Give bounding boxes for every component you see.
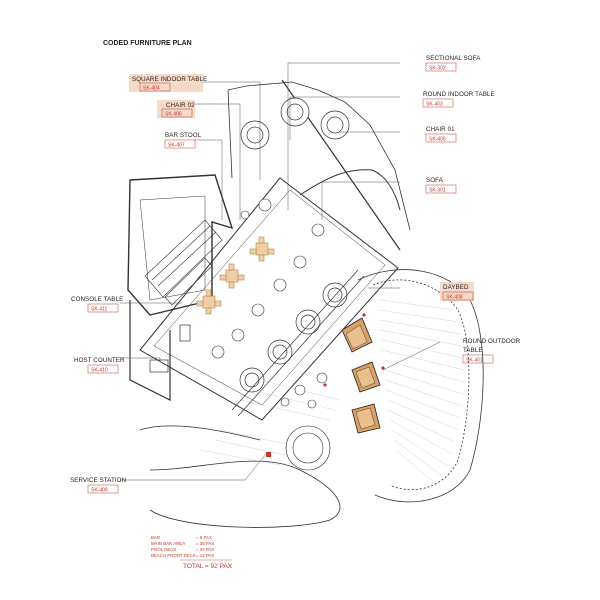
label-code: SK-411 — [91, 307, 108, 313]
label-text: BAR STOOL — [165, 132, 202, 139]
deck-hatching — [199, 299, 465, 485]
building-outline — [127, 79, 411, 421]
label-sectional-sofa: SECTIONAL SOFA SK-302 — [425, 55, 481, 72]
label-code: SK-302 — [429, 66, 446, 72]
label-daybed: DAYBED SK-408 — [440, 282, 474, 301]
label-text: ROUND INDOOR TABLE — [423, 91, 495, 98]
round-outdoor-tables — [280, 372, 331, 471]
label-host-counter: HOST COUNTER SK-410 — [74, 357, 125, 374]
host-counter — [149, 324, 191, 373]
label-text: CONSOLE TABLE — [71, 296, 123, 303]
capacity-area: MAIN BAR AREA — [151, 541, 185, 546]
label-text: SECTIONAL SOFA — [426, 55, 481, 62]
label-text-line2: TABLE — [463, 347, 483, 354]
capacity-area: POOL DECK — [151, 547, 177, 552]
label-text: CHAIR 01 — [426, 126, 455, 133]
round-indoor-tables — [240, 97, 350, 150]
label-text: CHAIR 02 — [166, 102, 195, 109]
label-square-indoor-table: SQUARE INDOOR TABLE SK-404 — [129, 74, 207, 92]
label-service-station: SERVICE STATION SK-409 — [70, 477, 126, 494]
label-code: SK-401 — [466, 358, 483, 364]
label-text: SQUARE INDOOR TABLE — [132, 76, 207, 83]
indoor-round-tables-small — [211, 198, 325, 359]
capacity-area: BEACH FRONT DECK — [151, 553, 196, 558]
capacity-pax: = 38 PAX — [196, 541, 214, 546]
label-code: SK-404 — [143, 86, 160, 92]
label-console-table: CONSOLE TABLE SK-411 — [71, 296, 123, 313]
label-code: SK-403 — [426, 102, 443, 108]
label-text: DAYBED — [443, 284, 469, 291]
square-indoor-tables — [196, 236, 275, 315]
capacity-pax: = 34 PAX — [196, 547, 214, 552]
label-code: SK-405 — [429, 137, 446, 143]
capacity-area: BAR — [151, 535, 160, 540]
service-station — [266, 452, 271, 457]
label-chair-02: CHAIR 02 SK-406 — [157, 100, 195, 118]
daybeds — [341, 317, 381, 434]
capacity-summary: BAR = 8 PAX MAIN BAR AREA = 38 PAX POOL … — [151, 535, 233, 570]
label-text: HOST COUNTER — [74, 357, 125, 364]
label-chair-01: CHAIR 01 SK-405 — [425, 126, 457, 143]
bar-counter — [144, 219, 223, 306]
label-text: ROUND OUTDOOR — [463, 338, 521, 345]
label-code: SK-409 — [91, 488, 108, 494]
label-code: SK-410 — [91, 368, 108, 374]
label-code: SK-406 — [165, 112, 182, 118]
label-round-outdoor-table: ROUND OUTDOOR TABLE SK-401 — [462, 338, 521, 364]
label-code: SK-407 — [168, 143, 185, 149]
label-bar-stool: BAR STOOL SK-407 — [164, 132, 202, 149]
outdoor-deck — [139, 169, 484, 528]
daybed-markers — [323, 313, 385, 387]
sofa-rail — [231, 269, 365, 417]
label-round-indoor-table: ROUND INDOOR TABLE SK-403 — [422, 91, 495, 108]
capacity-total: TOTAL = 92 PAX — [183, 563, 233, 570]
label-code: SK-301 — [429, 188, 446, 194]
leader-lines — [120, 62, 441, 481]
plan-title: CODED FURNITURE PLAN — [103, 40, 192, 47]
label-sofa: SOFA SK-301 — [425, 177, 457, 194]
label-text: SOFA — [426, 177, 444, 184]
label-text: SERVICE STATION — [70, 477, 126, 484]
capacity-pax: = 8 PAX — [196, 535, 212, 540]
sofa-booths — [239, 282, 348, 393]
capacity-pax: = 12 PAX — [196, 553, 214, 558]
label-code: SK-408 — [446, 295, 463, 301]
